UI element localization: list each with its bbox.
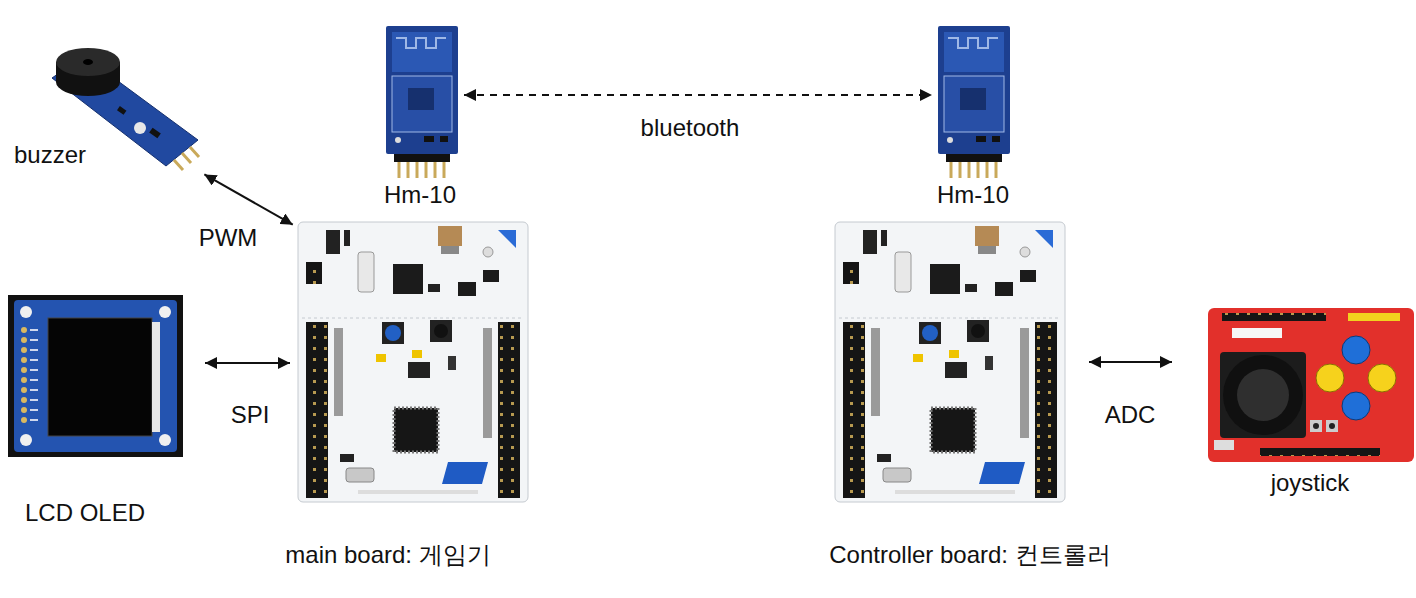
- link-arrow: [205, 362, 290, 364]
- lcd-module: [21, 347, 27, 353]
- lcd-module: [30, 419, 38, 421]
- component-box: joystick: [1208, 308, 1414, 462]
- label-holder: buzzer: [11, 141, 89, 170]
- buzzer-module: [149, 128, 161, 139]
- lcd-module: [14, 300, 177, 452]
- lcd-module: [20, 306, 32, 318]
- nucleo-board: [298, 222, 528, 502]
- buzzer-module: [117, 106, 126, 115]
- buzzer-module: [190, 147, 199, 157]
- lcd-module: [30, 359, 38, 361]
- component-box: LCD OLED: [8, 295, 183, 457]
- lcd-module: [21, 387, 27, 393]
- hm10-module: [386, 26, 458, 178]
- component-box: Controller board: 컨트롤러: [835, 222, 1065, 502]
- joystick-shield: [1260, 448, 1380, 456]
- label-holder: ADC: [1102, 401, 1159, 430]
- joystick-shield: [1208, 308, 1414, 462]
- lcd-module: [8, 295, 183, 457]
- lcd-module: [159, 434, 171, 446]
- joystick-shield: [1329, 423, 1335, 429]
- label-holder: Controller board: 컨트롤러: [826, 541, 1113, 570]
- buzzer-module: [134, 122, 146, 134]
- joystick-shield: [1342, 392, 1370, 420]
- joystick-shield: [1368, 364, 1396, 392]
- lcd-module: [30, 389, 38, 391]
- label-holder: LCD OLED: [22, 499, 148, 528]
- joystick-shield: [1223, 355, 1303, 435]
- component-box: Hm-10: [936, 26, 1012, 178]
- lcd-module: [30, 399, 38, 401]
- component-label: main board: 게임기: [285, 541, 490, 568]
- buzzer-module: [182, 153, 191, 163]
- joystick-shield: [1220, 352, 1306, 438]
- lcd-module: [21, 327, 27, 333]
- signal-label: SPI: [231, 401, 270, 428]
- lcd-module: [21, 407, 27, 413]
- lcd-module: [30, 329, 38, 331]
- label-holder: PWM: [196, 224, 261, 253]
- joystick-shield: [1313, 423, 1319, 429]
- lcd-module: [8, 295, 183, 457]
- label-holder: SPI: [228, 401, 273, 430]
- component-box: buzzer: [45, 30, 200, 172]
- lcd-module: [20, 434, 32, 446]
- joystick-shield: [1222, 313, 1326, 321]
- joystick-shield: [1237, 369, 1289, 421]
- lcd-module: [21, 417, 27, 423]
- signal-label: ADC: [1105, 401, 1156, 428]
- lcd-module: [30, 369, 38, 371]
- label-holder: bluetooth: [638, 114, 743, 143]
- lcd-module: [30, 339, 38, 341]
- component-label: Hm-10: [937, 181, 1009, 208]
- lcd-module: [30, 349, 38, 351]
- signal-label: PWM: [199, 224, 258, 251]
- lcd-module: [21, 377, 27, 383]
- buzzer-module: [56, 48, 120, 76]
- lcd-module: [48, 318, 152, 436]
- component-label: buzzer: [14, 141, 86, 168]
- joystick-shield: [1232, 328, 1282, 338]
- joystick-shield: [1342, 336, 1370, 364]
- buzzer-module: [174, 160, 183, 170]
- signal-label: bluetooth: [641, 114, 740, 141]
- lcd-module: [21, 357, 27, 363]
- lcd-module: [30, 379, 38, 381]
- joystick-shield: [1310, 420, 1322, 432]
- lcd-module: [152, 322, 160, 432]
- component-label: Controller board: 컨트롤러: [829, 541, 1110, 568]
- hm10-module: [938, 26, 1010, 178]
- joystick-shield: [1214, 440, 1234, 450]
- component-label: Hm-10: [384, 181, 456, 208]
- joystick-shield: [1208, 308, 1414, 462]
- joystick-shield: [1348, 313, 1400, 321]
- joystick-shield: [1316, 364, 1344, 392]
- label-holder: Hm-10: [934, 181, 1012, 210]
- label-holder: Hm-10: [381, 181, 459, 210]
- link-arrow: [204, 174, 292, 224]
- lcd-module: [30, 409, 38, 411]
- link-arrow: [1089, 361, 1172, 363]
- buzzer-module: [83, 59, 93, 65]
- lcd-module: [21, 337, 27, 343]
- lcd-module: [21, 367, 27, 373]
- link-arrow: [464, 94, 932, 96]
- connector-group: [204, 95, 1172, 363]
- component-label: joystick: [1271, 469, 1350, 496]
- label-holder: joystick: [1268, 469, 1353, 498]
- nucleo-board: [835, 222, 1065, 502]
- lcd-module: [159, 306, 171, 318]
- joystick-shield: [1326, 420, 1338, 432]
- lcd-module: [21, 397, 27, 403]
- component-box: main board: 게임기: [298, 222, 528, 502]
- label-holder: main board: 게임기: [282, 541, 493, 570]
- component-label: LCD OLED: [25, 499, 145, 526]
- component-box: Hm-10: [384, 26, 460, 178]
